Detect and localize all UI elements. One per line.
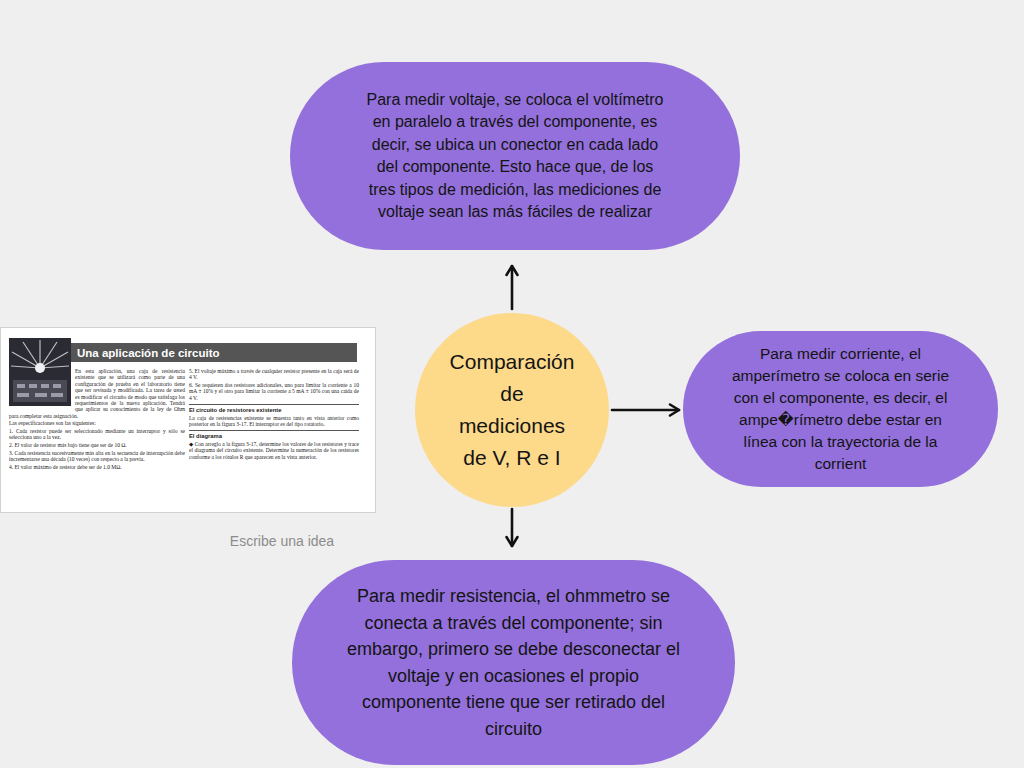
text-column: En esta aplicación, una caja de resisten… — [9, 368, 185, 471]
excerpt-paragraph: Las especificaciones son las siguientes: — [9, 420, 185, 426]
node-text: Para medir voltaje, se coloca el voltíme… — [365, 89, 665, 224]
node-text-group: Para medir corriente, el amperímetro se … — [723, 343, 959, 475]
node-text: Comparación de mediciones de V, R e I — [446, 346, 578, 474]
book-excerpt: Una aplicación de circuito En esta aplic… — [0, 327, 376, 513]
pill-fill — [292, 560, 735, 765]
circle-fill — [415, 313, 609, 507]
circle-outline — [415, 313, 609, 507]
excerpt-paragraph: En esta aplicación, una caja de resisten… — [9, 368, 185, 419]
spec-item: 2. El valor de resistor más bajo tiene q… — [9, 442, 185, 448]
info-pill: Para medir corriente, el amperímetro se … — [683, 331, 998, 487]
excerpt-heading: Una aplicación de circuito — [77, 344, 355, 362]
info-pill: Para medir voltaje, se coloca el voltíme… — [290, 62, 740, 250]
placeholder-text: Escribe una idea — [228, 533, 336, 550]
excerpt-paragraph: La caja de resistencias existente se mue… — [189, 415, 359, 428]
float-spacer — [9, 368, 75, 408]
node-text: Para medir corriente, el amperímetro se … — [723, 343, 959, 475]
node-text: Para medir resistencia, el ohmmetro se c… — [338, 583, 690, 742]
node-text-group: Para medir resistencia, el ohmmetro se c… — [338, 583, 690, 742]
spec-item: 1. Cada resistor puede ser seleccionado … — [9, 428, 185, 441]
heading-slot: Una aplicación de circuito — [77, 344, 355, 362]
node-text-group: Para medir voltaje, se coloca el voltíme… — [365, 89, 665, 224]
connector-arrow — [511, 266, 514, 309]
connector-arrow — [612, 409, 679, 412]
text-column: 5. El voltaje máximo a través de cualqui… — [189, 368, 359, 461]
connector-arrow — [511, 509, 514, 546]
info-pill: Para medir resistencia, el ohmmetro se c… — [292, 560, 735, 765]
circuit-photo — [9, 338, 71, 406]
excerpt-subheading: El diagrama — [189, 430, 359, 439]
pill-fill — [683, 331, 998, 487]
node-text-group: Comparación de mediciones de V, R e I — [446, 346, 578, 474]
spec-item: 5. El voltaje máximo a través de cualqui… — [189, 368, 359, 381]
spec-item: 3. Cada resistencia sucesivamente más al… — [9, 450, 185, 463]
excerpt-paragraph: ◆ Con arreglo a la figura 3-17, determin… — [189, 441, 359, 460]
spec-item: 6. Se requieren dos resistores adicional… — [189, 382, 359, 401]
topic-circle: Comparación de mediciones de V, R e I — [415, 313, 609, 507]
spec-item: 4. El valor máximo de resistor debe ser … — [9, 464, 185, 470]
pill-outline — [290, 62, 740, 250]
excerpt-subheading: El circuito de resistores existente — [189, 404, 359, 413]
pill-fill — [290, 62, 740, 250]
